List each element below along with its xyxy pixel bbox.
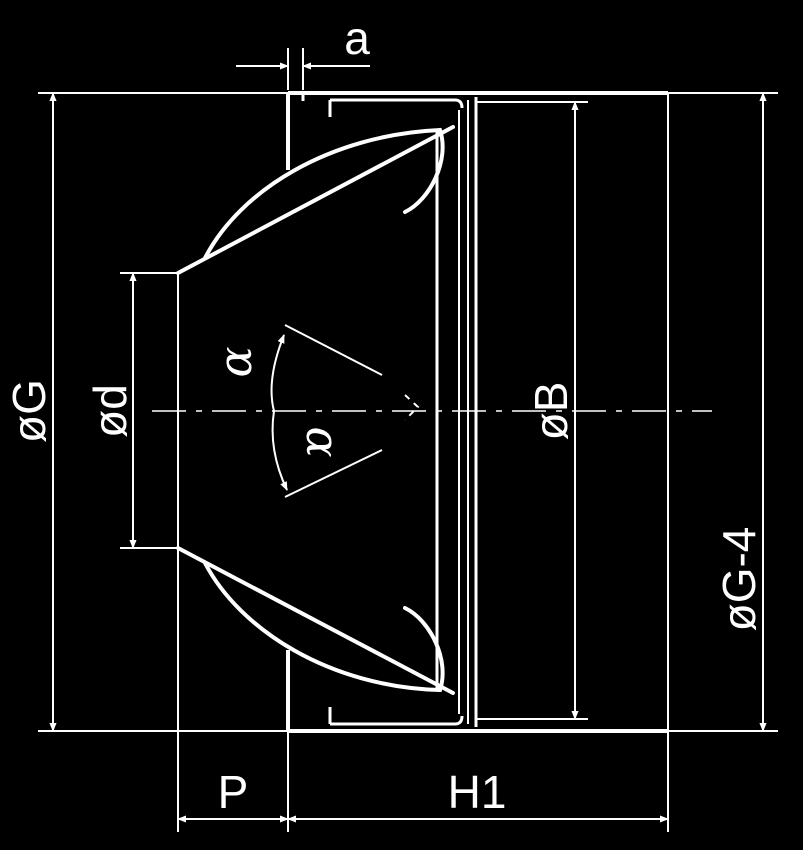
- label-diam-B: øB: [525, 382, 577, 441]
- label-H1: H1: [448, 766, 507, 818]
- label-diam-G-4: øG-4: [713, 527, 765, 632]
- inlet-cone: [176, 125, 455, 695]
- label-diam-d: ød: [84, 384, 136, 438]
- label-alpha-lower: α: [296, 426, 350, 457]
- housing-outline: [286, 91, 669, 733]
- dimension-diam-G-4: [668, 92, 778, 732]
- label-a: a: [344, 12, 370, 64]
- dimension-diam-G: [38, 92, 288, 732]
- dimension-diam-d: [120, 272, 178, 549]
- impeller-blades: [203, 127, 445, 693]
- dimension-diam-B: [476, 101, 588, 720]
- label-alpha-upper: α: [208, 346, 262, 377]
- label-diam-G: øG: [3, 379, 55, 443]
- dimension-P-H1: [177, 548, 669, 832]
- dimension-a: [236, 48, 370, 90]
- angle-construction: [270, 324, 420, 498]
- label-P: P: [218, 766, 249, 818]
